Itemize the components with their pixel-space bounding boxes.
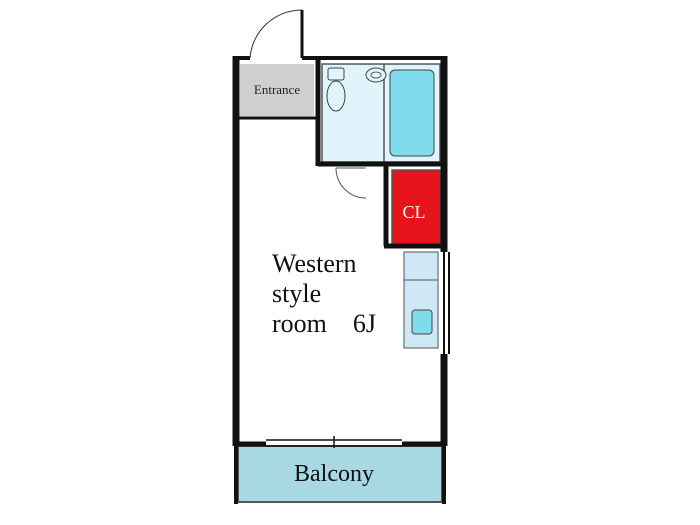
western-room-label: Western style room 6J xyxy=(272,249,376,338)
bathroom-door-swing xyxy=(335,167,367,199)
refrigerator-space xyxy=(403,251,439,281)
bathroom xyxy=(321,63,441,199)
kitchen-sink xyxy=(411,309,433,335)
entrance-door-swing xyxy=(249,9,303,59)
sink xyxy=(365,67,387,83)
entrance-door xyxy=(249,9,304,59)
bathtub xyxy=(389,69,435,157)
kitchen xyxy=(403,251,439,349)
balcony-label: Balcony xyxy=(294,461,374,487)
room-label-line3: room 6J xyxy=(272,309,376,338)
closet-label: CL xyxy=(402,202,425,222)
balcony-area xyxy=(237,445,443,503)
balcony: Balcony xyxy=(234,445,446,504)
toilet-bowl xyxy=(326,80,346,112)
entrance-area xyxy=(240,64,314,116)
room-label-line1: Western xyxy=(272,249,357,278)
entrance-label: Entrance xyxy=(254,82,300,97)
room-label-line2: style xyxy=(272,279,321,308)
closet-area xyxy=(391,169,441,245)
closet: CL xyxy=(391,169,441,245)
walls xyxy=(232,56,450,448)
toilet-tank xyxy=(327,67,345,81)
